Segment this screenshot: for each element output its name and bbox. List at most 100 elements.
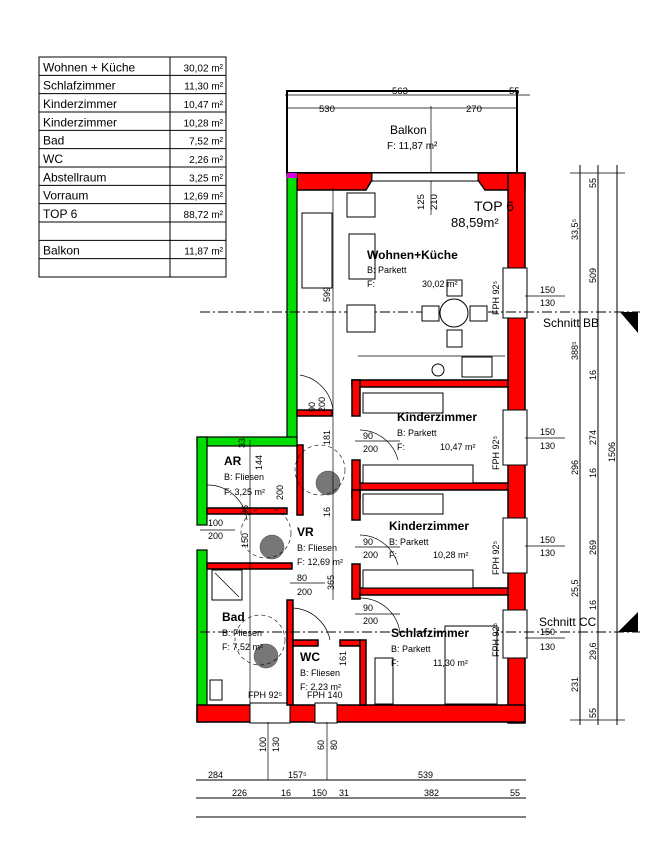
dim-b2: 150 xyxy=(312,788,327,798)
door-width: 80 xyxy=(297,573,307,583)
room-kinder2: Kinderzimmer B: Parkett F: 10,28 m² xyxy=(389,519,469,560)
room-area: 11,30 m² xyxy=(433,658,468,668)
section-cc-marker xyxy=(618,612,638,632)
dim-b2: 31 xyxy=(339,788,349,798)
window-fph: FPH 92⁵ xyxy=(491,622,501,657)
dim-365: 365 xyxy=(326,575,336,590)
room-floor: B: Parkett xyxy=(389,537,429,547)
dim-b2: 16 xyxy=(281,788,291,798)
room-bad: Bad B: Fliesen F: 7,52 m² xyxy=(222,610,263,652)
window-width: 150 xyxy=(540,535,555,545)
window-width: 150 xyxy=(540,627,555,637)
window-height: 130 xyxy=(540,298,555,308)
table-room-name: Kinderzimmer xyxy=(43,115,117,129)
dim-200: 200 xyxy=(275,485,285,500)
room-name: Wohnen+Küche xyxy=(367,248,458,262)
balkon-label: Balkon xyxy=(390,123,427,137)
top-dimensions: 563 55 530 270 125 210 xyxy=(285,86,530,210)
room-vr: VR B: Fliesen F: 12,69 m² xyxy=(297,525,343,567)
dim-r2: 509 xyxy=(588,268,598,283)
dim-161: 161 xyxy=(338,651,348,666)
table-room-name: Abstellraum xyxy=(43,170,106,184)
dim-b1: 539 xyxy=(418,770,433,780)
dim-r1: 25,5 xyxy=(570,579,580,597)
window-fph: FPH 92⁵ xyxy=(491,435,501,470)
exterior-walls xyxy=(196,172,528,724)
room-area: 10,28 m² xyxy=(433,550,469,560)
table-room-area: 10,47 m² xyxy=(184,100,224,111)
dim-r2: 16 xyxy=(588,468,598,478)
window-labels: FPH 92⁵ FPH 92⁵ FPH 92⁵ FPH 92⁵ FPH 92⁵ … xyxy=(248,280,565,700)
dim-r1: 231 xyxy=(570,677,580,692)
room-kinder1: Kinderzimmer B: Parkett F: 10,47 m² xyxy=(397,410,477,452)
room-name: AR xyxy=(224,454,242,468)
room-wc: WC B: Fliesen F: 2,23 m² xyxy=(300,650,341,692)
dim-r2: 55 xyxy=(588,178,598,188)
dim-r2: 269 xyxy=(588,540,598,555)
unit-area: 88,59m² xyxy=(451,215,499,230)
dim-144: 144 xyxy=(254,455,264,470)
dim-599: 599 xyxy=(322,287,332,302)
room-name: Kinderzimmer xyxy=(397,410,477,424)
table-room-area: 2,26 m² xyxy=(189,155,224,166)
table-room-name: TOP 6 xyxy=(43,207,78,221)
dim-16: 16 xyxy=(322,507,332,517)
window-height: 130 xyxy=(540,642,555,652)
door-labels: 90 200 90 200 90 200 100 200 80 200 90 2… xyxy=(200,397,400,626)
dim-b2: 226 xyxy=(232,788,247,798)
door-height: 200 xyxy=(297,587,312,597)
dim-b1: 284 xyxy=(208,770,223,780)
room-floor: B: Parkett xyxy=(367,265,407,275)
dim-150: 150 xyxy=(240,533,250,548)
room-name: Bad xyxy=(222,610,245,624)
section-bb-label: Schnitt BB xyxy=(543,316,599,330)
dim-125: 125 xyxy=(416,194,427,210)
door-width: 90 xyxy=(363,537,373,547)
room-area: 30,02 m² xyxy=(422,279,458,289)
dim-b2: 382 xyxy=(424,788,439,798)
room-floor: B: Fliesen xyxy=(300,668,340,678)
bottom-dimensions: 100 130 60 80 284 157⁵ 539 226 16 150 31… xyxy=(196,722,526,818)
table-room-name: Kinderzimmer xyxy=(43,97,117,111)
door-height: 200 xyxy=(363,616,378,626)
section-cc-label: Schnitt CC xyxy=(539,615,597,629)
dim-b: 130 xyxy=(271,737,281,752)
window-fph: FPH 92⁵ xyxy=(491,540,501,575)
door-width: 90 xyxy=(307,402,317,412)
table-room-area: 3,25 m² xyxy=(189,173,224,184)
table-room-name: Bad xyxy=(43,134,64,148)
room-area: F: 12,69 m² xyxy=(297,557,343,567)
window-width: 150 xyxy=(540,427,555,437)
table-room-area: 7,52 m² xyxy=(189,137,224,148)
room-f: F: xyxy=(389,550,397,560)
room-area: F: 7,52 m² xyxy=(222,642,263,652)
dim-r2: 55 xyxy=(588,708,598,718)
section-bb-marker xyxy=(620,312,638,333)
room-name: Kinderzimmer xyxy=(389,519,469,533)
room-name: Schlafzimmer xyxy=(391,626,469,640)
dim-total: 1506 xyxy=(607,442,617,462)
unit-label: TOP 6 88,59m² xyxy=(451,198,514,230)
door-width: 90 xyxy=(363,603,373,613)
dim-270: 270 xyxy=(466,104,482,115)
table-room-area: 88,72 m² xyxy=(184,210,224,221)
dim-r1: 388⁵ xyxy=(570,341,580,360)
door-height: 200 xyxy=(317,397,327,412)
dim-b: 100 xyxy=(258,737,268,752)
balkon-area: F: 11,87 m² xyxy=(387,141,438,152)
door-width: 100 xyxy=(208,518,223,528)
inner-dimensions: 599 181 144 33 150 16 36 200 365 161 xyxy=(237,188,348,705)
dim-563: 563 xyxy=(392,86,408,97)
dim-b2: 55 xyxy=(510,788,520,798)
dim-36: 36 xyxy=(240,505,250,515)
dim-b: 60 xyxy=(316,740,326,750)
room-name: VR xyxy=(297,525,314,539)
dim-r2: 29,6 xyxy=(588,642,598,660)
table-room-name: Wohnen + Küche xyxy=(43,60,136,74)
room-floor: B: Parkett xyxy=(397,428,437,438)
table-room-area: 30,02 m² xyxy=(184,63,224,74)
window-height: 130 xyxy=(540,441,555,451)
room-area: F: 3,25 m² xyxy=(224,487,265,497)
